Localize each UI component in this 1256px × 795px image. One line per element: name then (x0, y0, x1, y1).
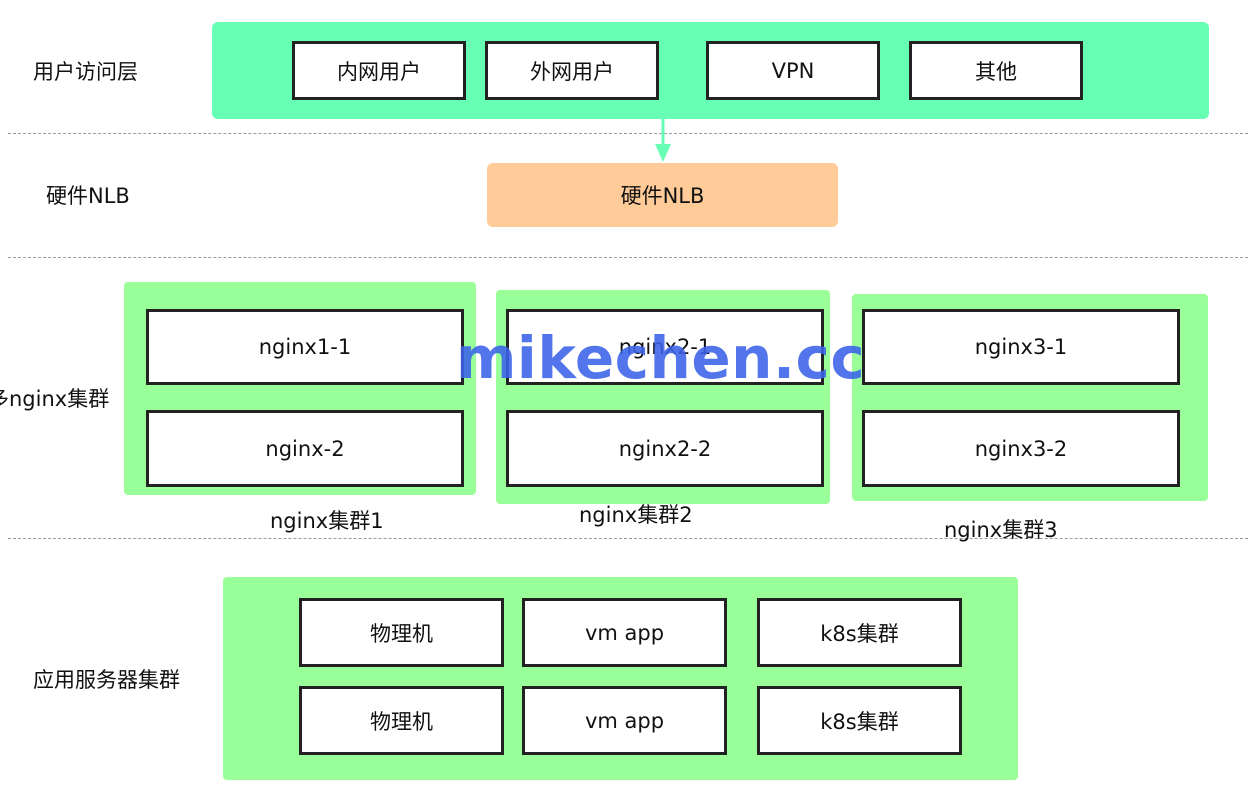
user-node-other: 其他 (909, 41, 1083, 100)
app-node-k8s: k8s集群 (757, 686, 962, 755)
nginx-node: nginx3-1 (862, 309, 1180, 385)
nginx-node: nginx3-2 (862, 410, 1180, 487)
app-node-vm: vm app (522, 686, 727, 755)
app-node-physical: 物理机 (299, 598, 504, 667)
user-node-vpn: VPN (706, 41, 880, 100)
flow-arrow (655, 116, 671, 162)
app-node-physical: 物理机 (299, 686, 504, 755)
nginx-node: nginx1-1 (146, 309, 464, 385)
layer-label-app-servers: 应用服务器集群 (33, 668, 180, 692)
nginx-cluster-caption: nginx集群1 (270, 509, 384, 533)
nginx-node: nginx-2 (146, 410, 464, 487)
nginx-node: nginx2-1 (506, 309, 824, 385)
nginx-cluster-caption: nginx集群2 (579, 503, 693, 527)
user-node-internet: 外网用户 (485, 41, 659, 100)
layer-label-user-access: 用户访问层 (33, 60, 138, 84)
nginx-node: nginx2-2 (506, 410, 824, 487)
app-node-k8s: k8s集群 (757, 598, 962, 667)
layer-divider (8, 538, 1248, 539)
app-node-vm: vm app (522, 598, 727, 667)
nginx-cluster-caption: nginx集群3 (944, 518, 1058, 542)
hardware-nlb-box: 硬件NLB (487, 163, 838, 227)
layer-label-hardware-nlb: 硬件NLB (46, 184, 130, 208)
user-node-intranet: 内网用户 (292, 41, 466, 100)
layer-divider (8, 257, 1248, 258)
layer-divider (8, 133, 1248, 134)
layer-label-multi-nginx: 多nginx集群 (0, 387, 110, 411)
watermark: mikechen.cc (456, 324, 866, 392)
